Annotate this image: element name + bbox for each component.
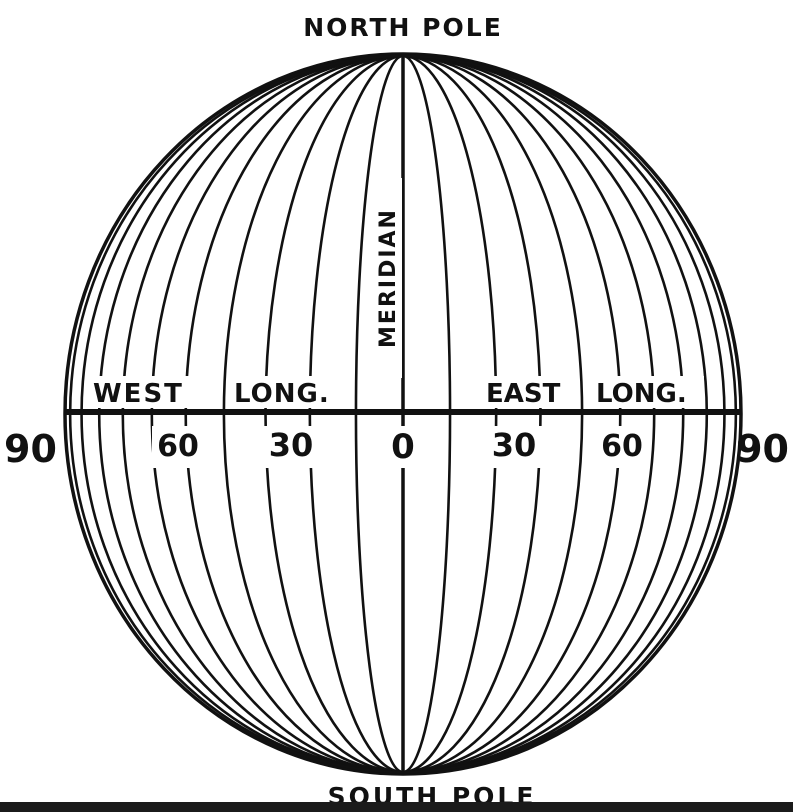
bottom-edge-bar [0,802,793,812]
tick-zero: 0 [391,427,415,467]
north-pole-label: NORTH POLE [303,13,503,42]
tick-west-90: 90 [4,427,57,471]
west-label: WEST [93,379,184,409]
tick-east-30: 30 [492,426,537,464]
tick-east-60: 60 [601,429,643,464]
meridian-label: MERIDIAN [376,208,401,348]
east-long-label: LONG. [596,379,687,409]
tick-west-30: 30 [269,426,314,464]
west-long-label: LONG. [234,379,330,409]
tick-west-60: 60 [157,429,199,464]
east-label: EAST [486,379,561,409]
tick-east-90: 90 [736,427,789,471]
